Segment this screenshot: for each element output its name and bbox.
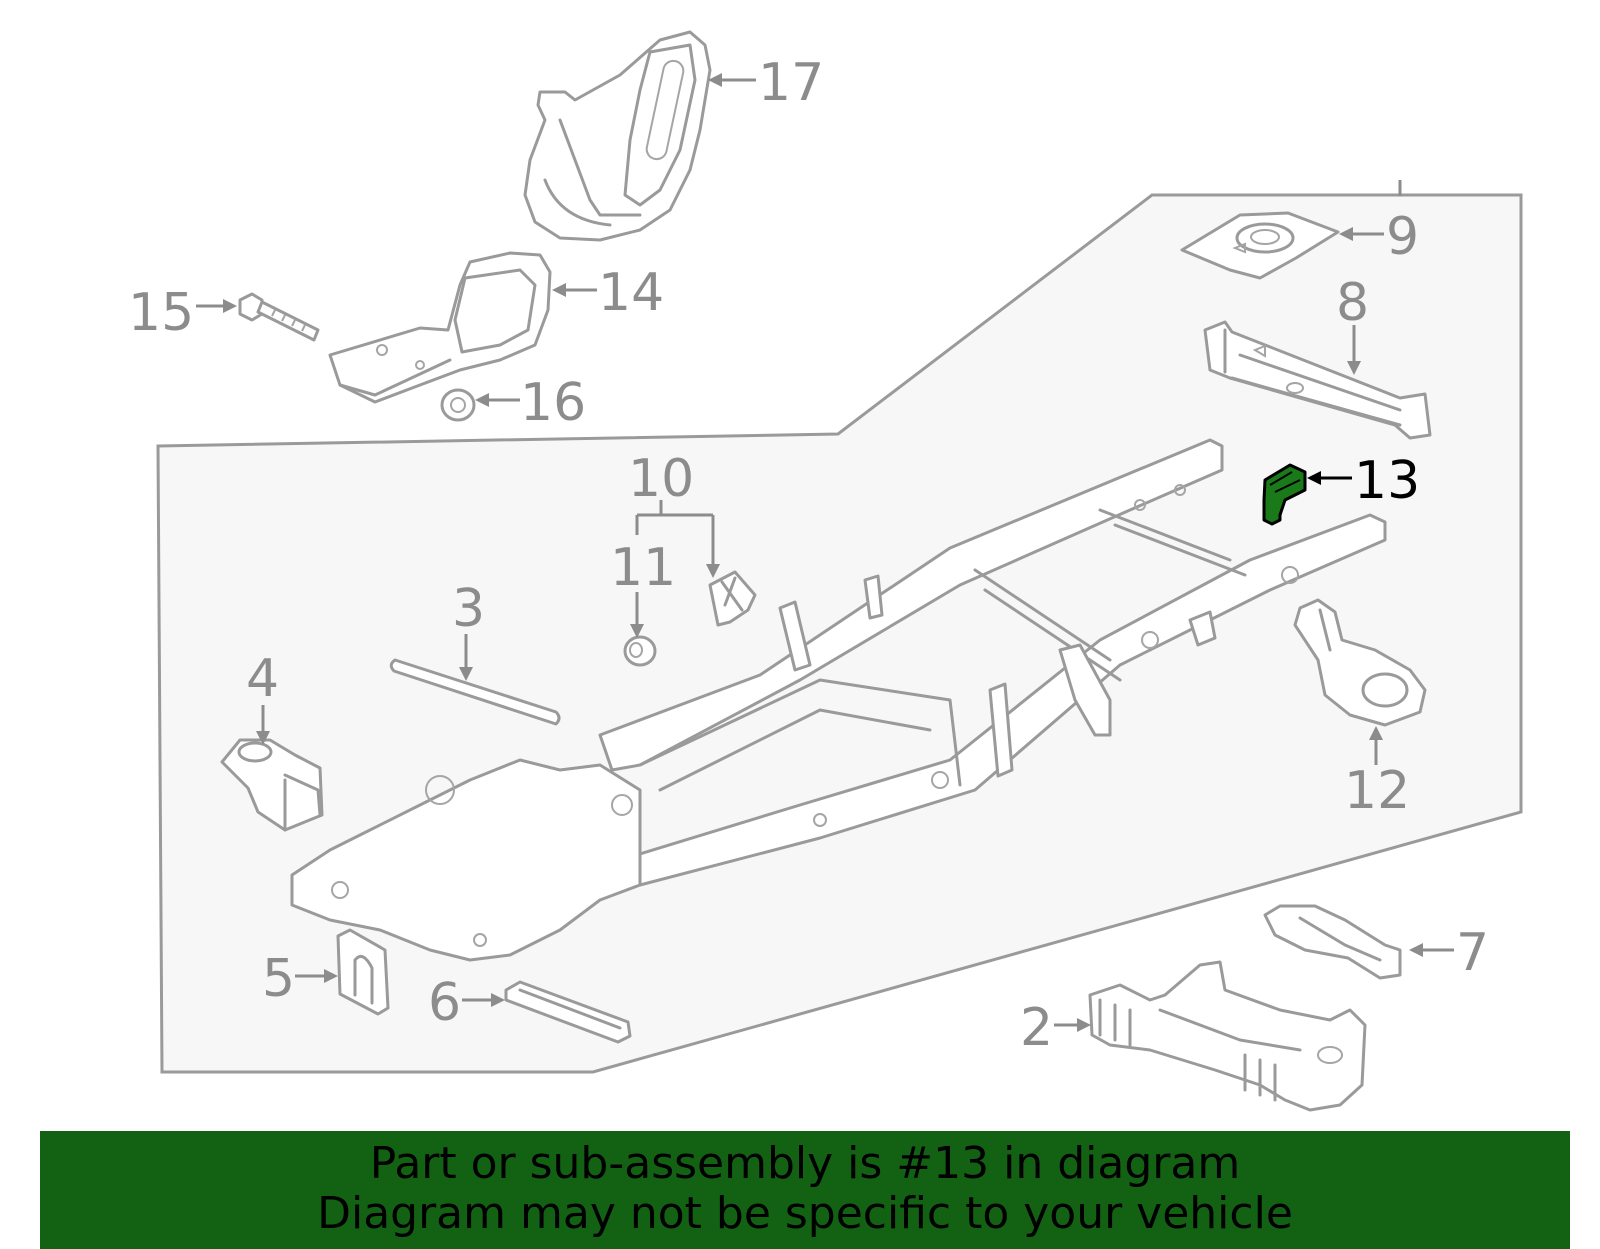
label-3-arrowhead (459, 667, 473, 681)
label-16-arrow (475, 393, 520, 407)
label-14-arrow (552, 283, 597, 297)
part-12-bracket (1293, 598, 1427, 727)
label-12: 12 (1344, 761, 1410, 821)
part-3-rod (389, 658, 561, 726)
part-10-clip (708, 570, 757, 627)
banner-line-2: Diagram may not be specific to your vehi… (317, 1188, 1293, 1239)
label-6-arrow (462, 993, 505, 1007)
part-8-crossmember (1203, 320, 1432, 440)
label-4: 4 (246, 649, 279, 709)
label-16: 16 (520, 373, 586, 433)
part-7-bracket (1263, 904, 1402, 980)
part-4-mount (220, 738, 324, 832)
label-9: 9 (1386, 207, 1419, 267)
label-6: 6 (428, 973, 461, 1033)
part-5-plate (336, 928, 390, 1016)
label-11: 11 (610, 538, 676, 598)
label-2: 2 (1020, 998, 1053, 1058)
label-2-arrow (1054, 1018, 1091, 1032)
label-15: 15 (128, 283, 194, 343)
part-14-bracket (328, 251, 552, 404)
part-17-shield (523, 30, 712, 242)
label-12-arrowhead (1369, 726, 1383, 740)
part-16-nut (440, 388, 476, 422)
label-3: 3 (452, 579, 485, 639)
part-1-frame (290, 438, 1387, 962)
label-8-arrowhead (1347, 361, 1361, 375)
label-7: 7 (1456, 923, 1489, 983)
label-8: 8 (1336, 273, 1369, 333)
label-11-arrowhead (630, 624, 644, 638)
label-13-arrow (1307, 471, 1352, 485)
label-17-arrow (708, 73, 756, 87)
part-15-bolt (238, 292, 320, 342)
label-10: 10 (628, 449, 694, 509)
label-7-arrow (1409, 943, 1454, 957)
label-10-bracket (635, 500, 720, 578)
label-5-arrow (295, 969, 338, 983)
part-13-highlighted-bracket (1262, 463, 1307, 526)
banner-line-1: Part or sub-assembly is #13 in diagram (369, 1138, 1241, 1189)
part-11-bushing (623, 635, 657, 667)
label-9-arrow (1339, 227, 1384, 241)
label-15-arrow (196, 299, 237, 313)
part-6-channel (504, 980, 632, 1044)
info-banner: Part or sub-assembly is #13 in diagram D… (40, 1131, 1570, 1249)
label-4-arrowhead (256, 731, 270, 745)
part-2-crossmember (1088, 960, 1367, 1112)
label-17: 17 (758, 53, 824, 113)
label-14: 14 (598, 263, 664, 323)
label-5: 5 (262, 949, 295, 1009)
label-13: 13 (1354, 451, 1420, 511)
part-9-plate (1180, 211, 1340, 280)
